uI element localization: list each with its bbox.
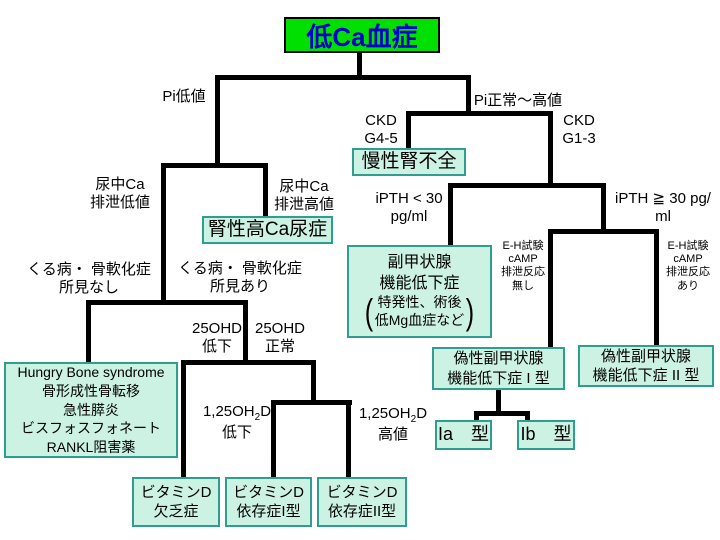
node-type-1a: Ia 型 xyxy=(435,420,492,450)
connector-line xyxy=(346,400,351,477)
label-rickets-present: くる病・ 骨軟化症 所見あり xyxy=(178,260,302,296)
connector-line xyxy=(311,360,316,405)
label-pi-low: Pi低値 xyxy=(162,88,206,105)
node-vitamin-d-dependency-type1: ビタミンD 依存症I型 xyxy=(225,477,312,527)
node-renal-hypercalciuria-label: 腎性高Ca尿症 xyxy=(207,218,328,240)
connector-line xyxy=(215,75,471,80)
connector-line xyxy=(448,183,606,188)
label-125ohd-low-suffix: D 低下 xyxy=(221,403,272,442)
label-ipth-low: iPTH < 30 pg/ml xyxy=(375,190,443,226)
node-hypoparathyroidism-title: 副甲状腺 機能低下症 xyxy=(379,254,460,292)
label-eh-test-negative: E-H試験 cAMP 排泄反応 無し xyxy=(501,240,545,292)
label-25ohd-normal: 25OHD 正常 xyxy=(254,320,306,356)
connector-line xyxy=(357,53,362,79)
node-pseudohypoparathyroidism-type2-label: 偽性副甲状腺 機能低下症 II 型 xyxy=(592,347,700,384)
connector-line xyxy=(474,411,530,416)
connector-line xyxy=(525,411,530,421)
root-node-hypocalcemia: 低Ca血症 xyxy=(284,17,440,53)
node-chronic-renal-failure: 慢性腎不全 xyxy=(352,148,466,176)
connector-line xyxy=(86,300,91,363)
connector-line xyxy=(181,360,316,365)
node-chronic-renal-failure-label: 慢性腎不全 xyxy=(361,150,457,172)
connector-line xyxy=(161,163,166,305)
label-eh-test-positive: E-H試験 cAMP 排泄反応 あり xyxy=(666,240,710,292)
connector-line xyxy=(466,75,471,116)
node-pseudohypoparathyroidism-type1: 偽性副甲状腺 機能低下症 I 型 xyxy=(432,347,565,390)
connector-line xyxy=(406,111,553,116)
connector-line xyxy=(548,229,659,234)
label-125ohd-low-sub: 2 xyxy=(254,412,261,423)
node-hungry-bone-syndrome: Hungry Bone syndrome 骨形成性骨転移 急性膵炎 ビスフォスフ… xyxy=(4,362,178,458)
label-ckd-g1-3: CKD G1-3 xyxy=(562,112,596,148)
connector-line xyxy=(263,163,268,217)
label-125ohd-high-suffix: D 高値 xyxy=(377,405,428,444)
label-125ohd-low: 1,25OH2D 低下 xyxy=(196,403,278,442)
node-vitamin-d-deficiency-label: ビタミンD 欠乏症 xyxy=(140,483,212,520)
connector-line xyxy=(406,111,411,150)
node-renal-hypercalciuria: 腎性高Ca尿症 xyxy=(202,216,333,244)
connector-line xyxy=(243,300,248,365)
connector-line xyxy=(161,163,268,168)
node-hypoparathyroidism-detail: 特発性、術後 低Mg血症など xyxy=(374,294,465,328)
connector-line xyxy=(496,390,501,416)
node-type-1a-label: Ia 型 xyxy=(437,424,489,445)
node-vitamin-d-dependency-type2-label: ビタミンD 依存症II型 xyxy=(326,483,398,520)
node-pseudohypoparathyroidism-type2: 偽性副甲状腺 機能低下症 II 型 xyxy=(578,345,714,387)
close-paren: ) xyxy=(466,290,475,332)
connector-line xyxy=(474,411,479,421)
label-125ohd-high: 1,25OH2D 高値 xyxy=(352,405,434,444)
label-125ohd-low-prefix: 1,25OH xyxy=(202,403,255,420)
label-125ohd-high-sub: 2 xyxy=(410,414,417,425)
connector-line xyxy=(601,183,606,233)
node-vitamin-d-dependency-type2: ビタミンD 依存症II型 xyxy=(317,477,407,527)
connector-line xyxy=(548,229,553,349)
connector-line xyxy=(271,400,276,477)
connector-line xyxy=(654,229,659,347)
node-hypoparathyroidism-bracket: ( 特発性、術後 低Mg血症など ) xyxy=(363,290,476,332)
open-paren: ( xyxy=(364,290,373,332)
connector-line xyxy=(271,400,352,405)
node-hungry-bone-syndrome-label: Hungry Bone syndrome 骨形成性骨転移 急性膵炎 ビスフォスフ… xyxy=(17,364,165,455)
connector-line xyxy=(181,360,186,477)
connector-line xyxy=(86,300,248,305)
node-pseudohypoparathyroidism-type1-label: 偽性副甲状腺 機能低下症 I 型 xyxy=(447,350,550,387)
root-node-label: 低Ca血症 xyxy=(306,21,418,52)
node-vitamin-d-deficiency: ビタミンD 欠乏症 xyxy=(132,477,220,527)
label-urine-ca-high: 尿中Ca 排泄高値 xyxy=(273,178,334,214)
node-hypoparathyroidism: 副甲状腺 機能低下症 ( 特発性、術後 低Mg血症など ) xyxy=(347,245,492,338)
label-ipth-high: iPTH ≧ 30 pg/ ml xyxy=(615,190,711,226)
node-vitamin-d-dependency-type1-label: ビタミンD 依存症I型 xyxy=(233,483,304,520)
label-urine-ca-low: 尿中Ca 排泄低値 xyxy=(89,176,150,212)
connector-line xyxy=(448,183,453,246)
connector-line xyxy=(548,111,553,188)
node-type-1b-label: Ib 型 xyxy=(520,424,572,445)
label-rickets-absent: くる病・ 骨軟化症 所見なし xyxy=(27,261,151,297)
label-pi-normal-high: Pi正常～高値 xyxy=(473,92,563,109)
label-25ohd-low: 25OHD 低下 xyxy=(191,320,243,356)
label-ckd-g4-5: CKD G4-5 xyxy=(364,112,398,148)
connector-line xyxy=(215,75,220,168)
label-125ohd-high-prefix: 1,25OH xyxy=(358,405,411,422)
node-type-1b: Ib 型 xyxy=(517,420,575,450)
